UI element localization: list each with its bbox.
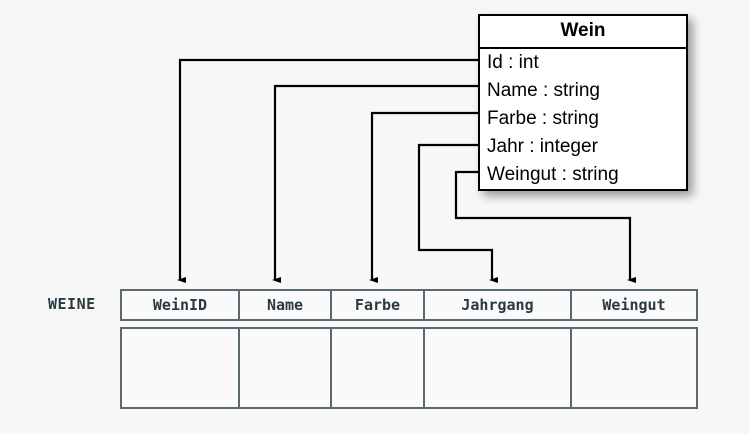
column-header-jahrgang: Jahrgang bbox=[425, 291, 572, 319]
uml-attribute-id: Id : int bbox=[487, 52, 539, 73]
uml-attribute-weingut: Weingut : string bbox=[487, 164, 619, 185]
column-header-weinid: WeinID bbox=[122, 291, 240, 319]
uml-attribute-list: Id : int Name : string Farbe : string Ja… bbox=[480, 49, 686, 189]
connector-farbe-to-farbe bbox=[369, 111, 478, 283]
column-header-farbe: Farbe bbox=[332, 291, 425, 319]
table-header-row: WeinID Name Farbe Jahrgang Weingut bbox=[120, 289, 698, 321]
column-header-weingut: Weingut bbox=[572, 291, 696, 319]
column-header-name: Name bbox=[240, 291, 332, 319]
table-cell-name bbox=[240, 329, 332, 407]
uml-class-name: Wein bbox=[480, 16, 686, 49]
uml-class-box: Wein Id : int Name : string Farbe : stri… bbox=[478, 14, 688, 191]
table-cell-farbe bbox=[332, 329, 425, 407]
table-cell-weinid bbox=[122, 329, 240, 407]
table-cell-weingut bbox=[572, 329, 696, 407]
connector-weingut-to-weingut bbox=[454, 170, 636, 283]
uml-attribute-name: Name : string bbox=[487, 80, 600, 101]
connector-name-to-name bbox=[272, 84, 478, 283]
connector-id-to-weinid bbox=[177, 58, 478, 283]
connector-jahr-to-jahrgang bbox=[417, 143, 498, 283]
table-cell-jahrgang bbox=[425, 329, 572, 407]
relational-table-label: WEINE bbox=[48, 295, 96, 313]
uml-attribute-farbe: Farbe : string bbox=[487, 108, 599, 129]
table-row bbox=[120, 327, 698, 409]
uml-attribute-jahr: Jahr : integer bbox=[487, 136, 598, 157]
relational-table: WeinID Name Farbe Jahrgang Weingut bbox=[120, 289, 698, 409]
